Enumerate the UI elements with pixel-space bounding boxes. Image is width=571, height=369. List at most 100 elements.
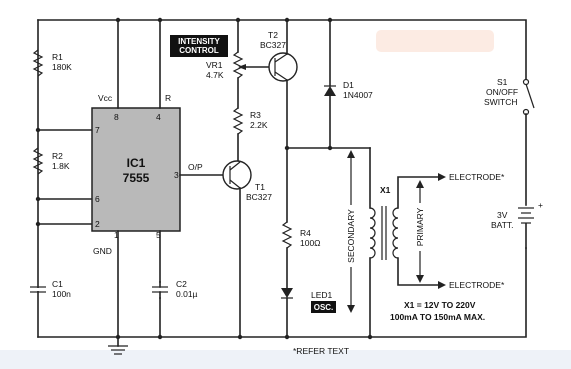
- batt-label: BATT.: [491, 220, 514, 230]
- r1-resistor: [32, 49, 44, 77]
- junction-t2: [284, 17, 290, 23]
- c2-value: 0.01µ: [176, 289, 198, 299]
- intensity-label-1: INTENSITY: [178, 37, 220, 46]
- osc-badge: [311, 301, 336, 313]
- t2-emitter: [274, 71, 288, 81]
- watermark-smudge: [376, 30, 494, 52]
- r1-label: R1: [52, 52, 63, 62]
- primary-arrow-up: [416, 180, 424, 188]
- primary-label: PRIMARY: [415, 207, 425, 246]
- op-label: O/P: [188, 162, 203, 172]
- t2-transistor: [268, 52, 298, 82]
- vr1-label: VR1: [206, 60, 223, 70]
- t1-emitter: [229, 179, 241, 189]
- secondary-arrow-down: [347, 305, 355, 313]
- electrode-bottom-label: ELECTRODE*: [449, 280, 505, 290]
- x1-spec-line2: 100mA TO 150mA MAX.: [390, 312, 485, 322]
- ic-part: 7555: [123, 171, 150, 185]
- s1-sub1: ON/OFF: [486, 87, 518, 97]
- junction-pin7: [35, 127, 41, 133]
- junction-d1: [327, 17, 333, 23]
- gnd-label: GND: [93, 246, 112, 256]
- r4-resistor: [281, 221, 293, 249]
- t1-collector: [229, 161, 241, 171]
- junction-led: [284, 334, 290, 340]
- electrode-bottom-arrow: [438, 281, 446, 289]
- electrode-top-label: ELECTRODE*: [449, 172, 505, 182]
- c2-label: C2: [176, 279, 187, 289]
- junction-d1-secondary: [327, 145, 333, 151]
- junction-pin2: [35, 221, 41, 227]
- primary-arrow-down: [416, 275, 424, 283]
- pin8-label: 8: [114, 112, 119, 122]
- s1-contact-top: [522, 78, 530, 86]
- vr1-resistor: [232, 51, 244, 79]
- junction-vcc: [115, 17, 121, 23]
- batt-plus: +: [538, 200, 543, 210]
- pin5-label: 5: [156, 230, 161, 240]
- led1-diode: [281, 288, 293, 298]
- ic1-body: [91, 107, 181, 232]
- vr1-wiper-arrow: [238, 64, 246, 70]
- batt-voltage: 3V: [497, 210, 508, 220]
- x1-primary-coil: [392, 207, 399, 259]
- secondary-arrow-up: [347, 150, 355, 158]
- pin2-label: 2: [95, 219, 100, 229]
- r1-value: 180K: [52, 62, 72, 72]
- ic-name: IC1: [127, 156, 146, 170]
- junction-reset: [157, 17, 163, 23]
- vcc-label: Vcc: [98, 93, 113, 103]
- top-rail: [37, 19, 527, 81]
- r2-label: R2: [52, 151, 63, 161]
- junction-pin6: [35, 196, 41, 202]
- t2-collector: [274, 53, 288, 63]
- refer-text: *REFER TEXT: [293, 346, 349, 356]
- pin4-label: 4: [156, 112, 161, 122]
- wire-primary-top: [397, 176, 439, 209]
- junction-t1: [237, 334, 243, 340]
- r2-resistor: [32, 147, 44, 175]
- s1-lever: [525, 83, 535, 109]
- t1-label: T1: [255, 182, 265, 192]
- junction-secondary-top: [284, 145, 290, 151]
- bottom-rail: [37, 247, 527, 338]
- junction-vr1: [235, 17, 241, 23]
- pin7-label: 7: [95, 125, 100, 135]
- primary-label-bg: [413, 203, 427, 251]
- junction-c2: [157, 334, 163, 340]
- vr1-value: 4.7K: [206, 70, 224, 80]
- r3-value: 2.2K: [250, 120, 268, 130]
- pin1-label: 1: [114, 230, 119, 240]
- x1-secondary-coil: [369, 207, 376, 259]
- electrode-top-arrow: [438, 173, 446, 181]
- d1-label: D1: [343, 80, 354, 90]
- r3-resistor: [232, 107, 244, 135]
- s1-sub2: SWITCH: [484, 97, 518, 107]
- s1-label: S1: [497, 77, 508, 87]
- d1-part: 1N4007: [343, 90, 373, 100]
- t1-transistor: [222, 160, 252, 190]
- c1-value: 100n: [52, 289, 71, 299]
- r2-value: 1.8K: [52, 161, 70, 171]
- t2-label: T2: [268, 30, 278, 40]
- wire-primary-bottom: [397, 257, 439, 286]
- r4-value: 100Ω: [300, 238, 321, 248]
- intensity-control-badge: [170, 35, 228, 57]
- pin6-label: 6: [95, 194, 100, 204]
- osc-label: OSC.: [314, 303, 334, 312]
- t2-part: BC327: [260, 40, 286, 50]
- reset-label: R: [165, 93, 171, 103]
- secondary-label: SECONDARY: [346, 209, 356, 263]
- pin3-label: 3: [174, 170, 179, 180]
- r4-label: R4: [300, 228, 311, 238]
- x1-label: X1: [380, 185, 391, 195]
- intensity-label-2: CONTROL: [179, 46, 219, 55]
- r3-label: R3: [250, 110, 261, 120]
- bottom-band: [0, 350, 571, 369]
- x1-spec-line1: X1 = 12V TO 220V: [404, 300, 476, 310]
- junction-secondary-bottom: [367, 334, 373, 340]
- secondary-label-bg: [344, 205, 358, 267]
- t1-part: BC327: [246, 192, 272, 202]
